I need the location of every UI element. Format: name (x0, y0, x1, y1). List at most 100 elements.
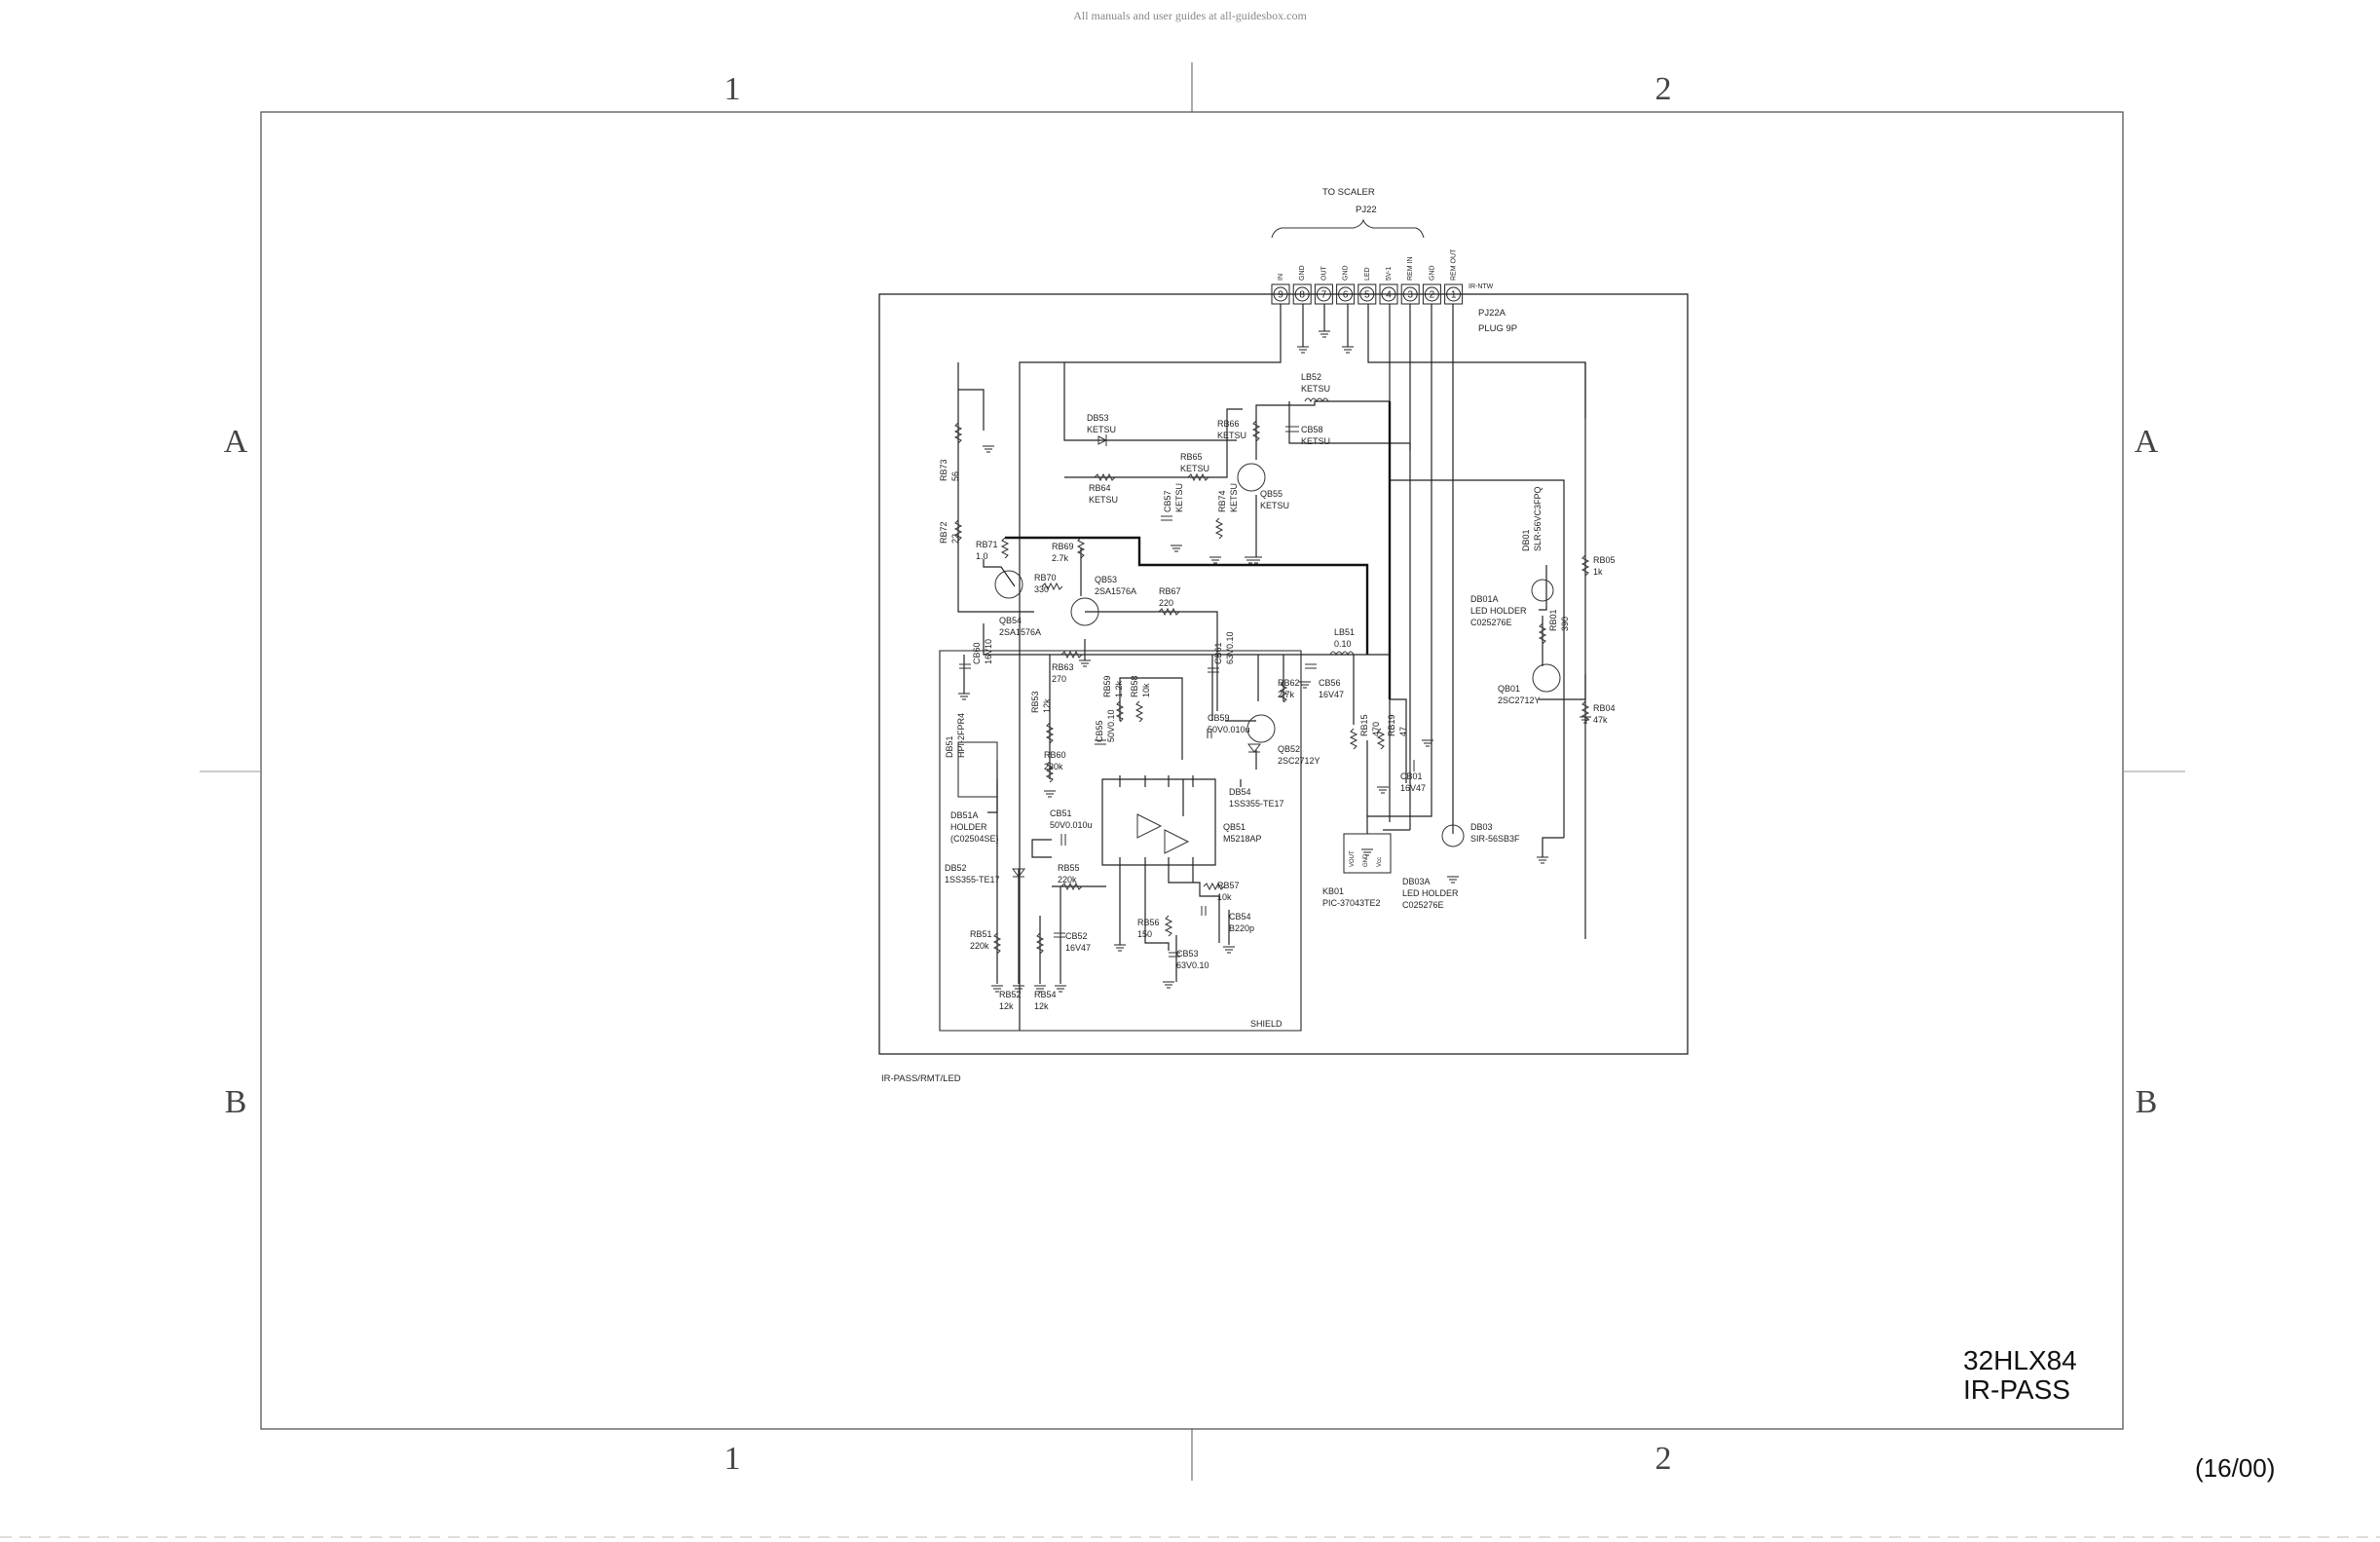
connector-brace (1271, 218, 1425, 239)
component-label-rb73: RB73 (939, 459, 948, 481)
component-label-cb51: 50V0.010u (1050, 820, 1093, 830)
component-label-cb01: CB01 (1400, 771, 1423, 781)
component-label-cb53: 63V0.10 (1176, 960, 1209, 970)
ground-symbol (1223, 946, 1235, 954)
component-label-db52: 1SS355-TE17 (945, 875, 1000, 884)
connector-pin-number: 5 (1364, 290, 1370, 301)
component-label-db01a: LED HOLDER (1470, 606, 1527, 616)
component-label-db03: SIR-56SB3F (1470, 834, 1520, 844)
ground-symbol (983, 445, 994, 453)
component-label-db01: SLR-56VC3FPQ (1533, 486, 1543, 551)
ground-symbol (958, 693, 970, 700)
connector-pin-number: 4 (1386, 290, 1392, 301)
component-label-rb55: RB55 (1058, 863, 1080, 873)
ic-qb51 (1101, 778, 1216, 866)
component-label-rb59: RB59 (1102, 675, 1112, 697)
connector-signal-label: GND (1343, 265, 1350, 281)
connector-destination: TO SCALER (1322, 187, 1375, 198)
component-label-rb01: 390 (1560, 617, 1570, 631)
component-label-rb59: 1.2k (1114, 680, 1124, 697)
component-label-rb64: RB64 (1089, 483, 1111, 493)
led-db03 (1441, 824, 1465, 847)
board-outline (878, 293, 1689, 1055)
component-label-rb05: 1k (1593, 567, 1603, 577)
component-label-kb01: PIC-37043TE2 (1322, 898, 1381, 908)
ground-symbol (1013, 985, 1024, 993)
component-label-qb54: 2SA1576A (999, 627, 1041, 637)
ground-symbol (1297, 346, 1309, 354)
component-label-db51: DB51 (945, 735, 954, 758)
wiring (957, 304, 1586, 1031)
component-label-qb53: 2SA1576A (1095, 586, 1136, 596)
component-label-db54: 1SS355-TE17 (1229, 799, 1284, 809)
component-label-rb54: RB54 (1034, 990, 1057, 999)
component-label-rb71: 1.0 (976, 551, 988, 561)
inductors (1304, 397, 1355, 657)
component-label-rb57: RB57 (1217, 881, 1240, 890)
ground-symbol (1422, 739, 1433, 747)
ground-symbol (1361, 848, 1373, 856)
component-label-cb59: CB59 (1208, 713, 1230, 723)
connector-pin (1379, 283, 1398, 305)
connector-signal-label: REM OUT (1451, 248, 1458, 281)
row-label: B (225, 1084, 247, 1120)
component-label-cb61: 63V0.10 (1225, 631, 1235, 664)
transistor-qb55 (1237, 463, 1266, 492)
connector-pin-ring (1424, 286, 1439, 302)
component-label-rb04: 47k (1593, 715, 1608, 725)
component-label-rb70: 330 (1034, 584, 1049, 594)
component-label-cb53: CB53 (1176, 949, 1199, 959)
connector-pin-ring (1294, 286, 1310, 302)
component-label-db03a: DB03A (1402, 877, 1431, 886)
component-label-rb60: RB60 (1044, 750, 1066, 760)
component-label-rb65: RB65 (1180, 452, 1203, 462)
component-label-db51: HPI-2FPR4 (956, 713, 966, 758)
model-number: 32HLX84 (1963, 1345, 2077, 1375)
connector-pin-number: 3 (1407, 290, 1413, 301)
connector-pin-ring (1273, 286, 1288, 302)
component-label-rb51: RB51 (970, 929, 992, 939)
component-label-rb58: 10k (1141, 683, 1151, 697)
component-label-rb65: KETSU (1180, 464, 1209, 473)
kb01-pin-label: VOUT (1350, 850, 1356, 867)
connector-pin (1336, 283, 1356, 305)
capacitors (959, 426, 1415, 958)
row-label: B (2136, 1084, 2158, 1120)
component-label-db51a: (C02504SE) (950, 834, 999, 844)
component-label-db52: DB52 (945, 863, 967, 873)
component-label-rb71: RB71 (976, 540, 998, 549)
component-label-lb52: KETSU (1301, 384, 1330, 394)
component-label-cb01: 16V47 (1400, 783, 1426, 793)
component-label-cb57: KETSU (1174, 483, 1184, 512)
transistor-qb52 (1246, 714, 1276, 743)
watermark: All manuals and user guides at all-guide… (1073, 9, 1307, 22)
component-label-rb72: RB72 (939, 521, 948, 544)
component-label-rb69: RB69 (1052, 542, 1074, 551)
connector-signal-label: IN (1278, 274, 1284, 281)
ground-symbol (1114, 944, 1126, 952)
connector-pin (1292, 283, 1312, 305)
component-label-db53: DB53 (1087, 413, 1109, 423)
component-label-rb52: RB52 (999, 990, 1022, 999)
receiver-db51 (957, 741, 998, 798)
connector-pin-ring (1338, 286, 1354, 302)
component-label-rb55: 220k (1058, 875, 1077, 884)
component-label-rb67: RB67 (1159, 586, 1181, 596)
component-label-rb53: RB53 (1030, 691, 1040, 713)
component-label-cb58: KETSU (1301, 436, 1330, 446)
component-label-qb52: 2SC2712Y (1278, 756, 1320, 766)
connector-ref: PJ22 (1356, 205, 1377, 215)
connector-signal-label: LED (1364, 267, 1371, 281)
connector-plug-ref: PJ22A (1478, 308, 1506, 319)
module-kb01 (1343, 833, 1392, 874)
component-label-qb01: 2SC2712Y (1498, 696, 1541, 705)
ground-symbol (1079, 659, 1091, 667)
component-label-rb60: 220k (1044, 762, 1063, 771)
component-label-cb57: CB57 (1163, 490, 1172, 512)
transistors (994, 463, 1561, 743)
component-label-cb61: CB61 (1213, 642, 1223, 664)
ground-symbol (1447, 876, 1459, 884)
component-label-rb64: KETSU (1089, 495, 1118, 505)
component-label-qb55: QB55 (1260, 489, 1283, 499)
